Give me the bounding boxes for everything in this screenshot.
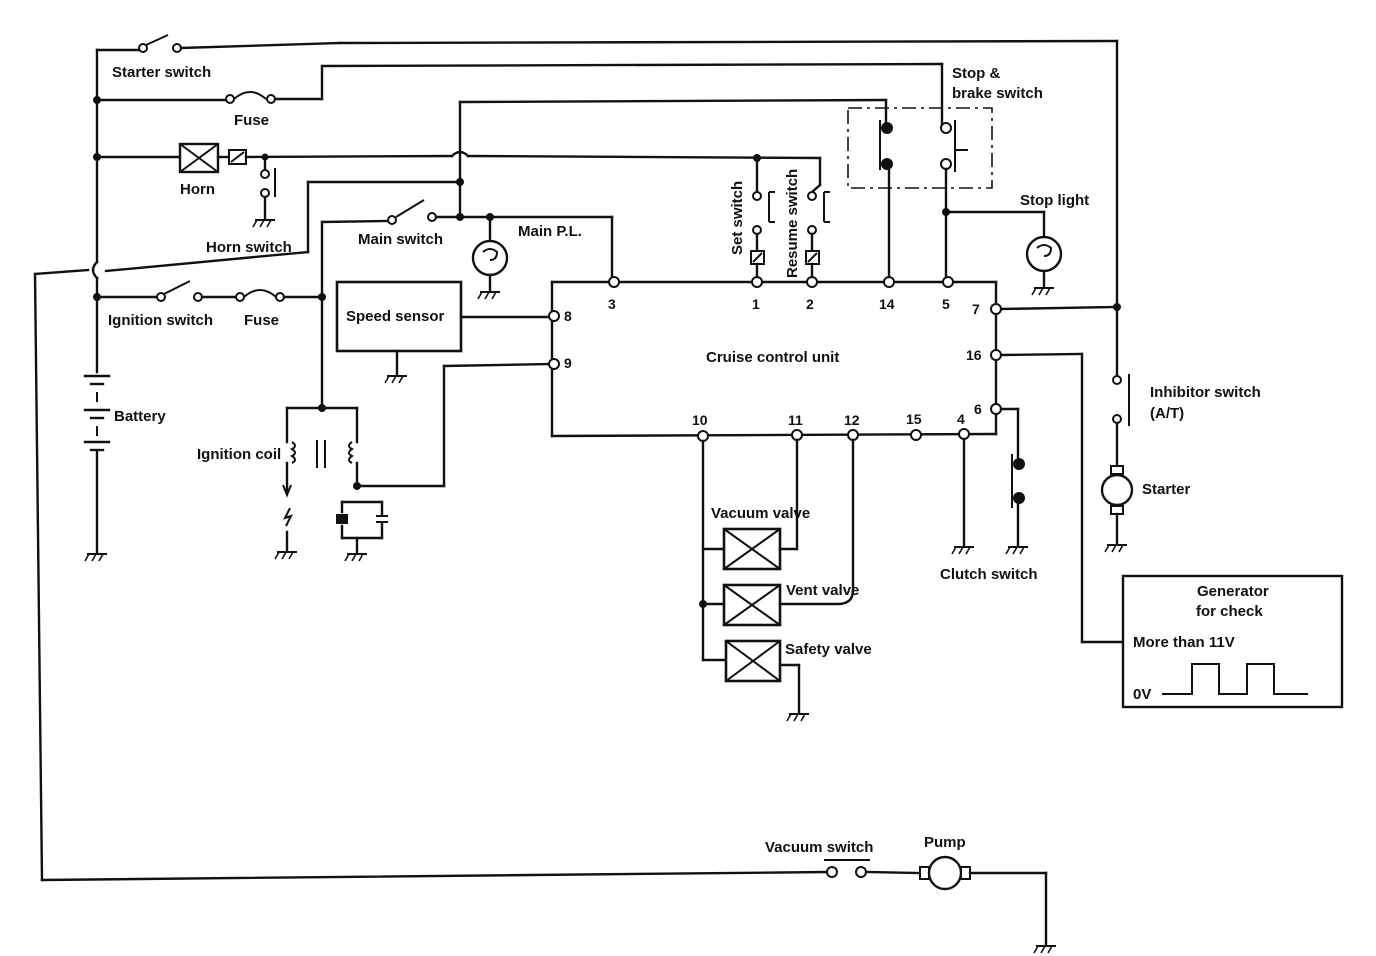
terminal-14 <box>883 276 895 288</box>
horn-switch: Horn switch <box>206 153 292 256</box>
resume-switch-label: Resume switch <box>784 169 801 278</box>
terminal-4 <box>958 428 970 440</box>
starter-switch: Starter switch <box>95 34 1119 377</box>
terminal-16-label: 16 <box>966 347 982 363</box>
stop-light-label: Stop light <box>1020 192 1089 209</box>
cruise-control-unit: Cruise control unit 3 1 2 14 5 7 8 9 16 … <box>548 276 1002 442</box>
terminal-10-label: 10 <box>692 412 708 428</box>
terminal-8 <box>548 310 560 322</box>
ignition-switch: Ignition switch Fuse <box>93 280 326 329</box>
terminal-3-label: 3 <box>608 296 616 312</box>
horn: Horn <box>93 142 822 198</box>
terminal-12 <box>847 429 859 441</box>
terminal-12-label: 12 <box>844 412 860 428</box>
terminal-10 <box>697 430 709 442</box>
vacuum-switch: Vacuum switch <box>765 839 922 878</box>
stop-brake-switch: Stop & brake switch <box>847 65 1043 279</box>
fuse-top: Fuse <box>93 62 944 129</box>
terminal-11-label: 11 <box>788 412 803 428</box>
ignition-coil-label: Ignition coil <box>197 446 281 463</box>
more-than-label: More than 11V <box>1133 634 1235 651</box>
terminal-8-label: 8 <box>564 308 572 324</box>
main-switch-label: Main switch <box>358 231 443 248</box>
feed-wires <box>306 98 888 254</box>
terminal-4-label: 4 <box>957 411 965 427</box>
vacuum-valve-label: Vacuum valve <box>711 505 810 522</box>
pump: Pump <box>919 834 1057 954</box>
pump-label: Pump <box>924 834 966 851</box>
horn-label: Horn <box>180 181 215 198</box>
clutch-switch: Clutch switch <box>940 407 1038 583</box>
zero-v-label: 0V <box>1133 686 1151 703</box>
vent-valve: Vent valve <box>722 438 859 627</box>
main-switch: Main switch <box>320 199 614 410</box>
terminal-2 <box>806 276 818 288</box>
generator-label-1: Generator <box>1197 583 1269 600</box>
terminal-15 <box>910 429 922 441</box>
safety-valve-label: Safety valve <box>785 641 872 658</box>
vent-valve-label: Vent valve <box>786 582 859 599</box>
clutch-switch-label: Clutch switch <box>940 566 1038 583</box>
power-bus <box>91 48 99 554</box>
generator-label-2: for check <box>1196 603 1263 620</box>
inhibitor-label-2: (A/T) <box>1150 405 1184 422</box>
valves: Vacuum valve Vent valve Safety valve <box>699 438 872 722</box>
horn-switch-label: Horn switch <box>206 239 292 256</box>
terminal-14-label: 14 <box>879 296 895 312</box>
terminal-6 <box>990 403 1002 415</box>
fuse-ignition-label: Fuse <box>244 312 279 329</box>
main-pilot-lamp: Main P.L. <box>471 215 614 300</box>
safety-valve: Safety valve <box>724 639 872 722</box>
terminal-6-label: 6 <box>974 401 982 417</box>
ignition-coil: Ignition coil <box>197 362 554 562</box>
cruise-control-unit-label: Cruise control unit <box>706 349 839 366</box>
ignition-switch-label: Ignition switch <box>108 312 213 329</box>
battery: Battery <box>83 374 166 562</box>
return-wire <box>33 250 830 882</box>
stop-brake-label-1: Stop & <box>952 65 1000 82</box>
generator-check: Generator for check More than 11V 0V <box>999 352 1344 709</box>
terminal-3 <box>608 276 620 288</box>
vacuum-switch-label: Vacuum switch <box>765 839 873 856</box>
set-switch-label: Set switch <box>729 181 746 255</box>
fuse-top-label: Fuse <box>234 112 269 129</box>
speed-sensor: Speed sensor <box>335 280 554 384</box>
stop-light: Stop light <box>944 192 1089 296</box>
terminal-15-label: 15 <box>906 411 922 427</box>
terminal-16 <box>990 349 1002 361</box>
starter-label: Starter <box>1142 481 1191 498</box>
starter-motor: Starter <box>1100 465 1191 553</box>
terminal-5-label: 5 <box>942 296 950 312</box>
terminal-9 <box>548 358 560 370</box>
vacuum-valve: Vacuum valve <box>711 438 810 571</box>
speed-sensor-label: Speed sensor <box>346 308 445 325</box>
stop-brake-label-2: brake switch <box>952 85 1043 102</box>
terminal-7-label: 7 <box>972 301 980 317</box>
terminal-5 <box>942 276 954 288</box>
terminal-1-label: 1 <box>752 296 760 312</box>
terminal-7 <box>990 303 1002 315</box>
main-pl-label: Main P.L. <box>518 223 582 240</box>
battery-label: Battery <box>114 408 166 425</box>
starter-switch-label: Starter switch <box>112 64 211 81</box>
inhibitor-switch: Inhibitor switch (A/T) <box>999 303 1261 470</box>
inhibitor-label-1: Inhibitor switch <box>1150 384 1261 401</box>
terminal-9-label: 9 <box>564 355 572 371</box>
terminal-11 <box>791 429 803 441</box>
resume-switch: Resume switch <box>784 156 830 279</box>
terminal-2-label: 2 <box>806 296 814 312</box>
set-switch: Set switch <box>729 154 775 279</box>
terminal-1 <box>751 276 763 288</box>
